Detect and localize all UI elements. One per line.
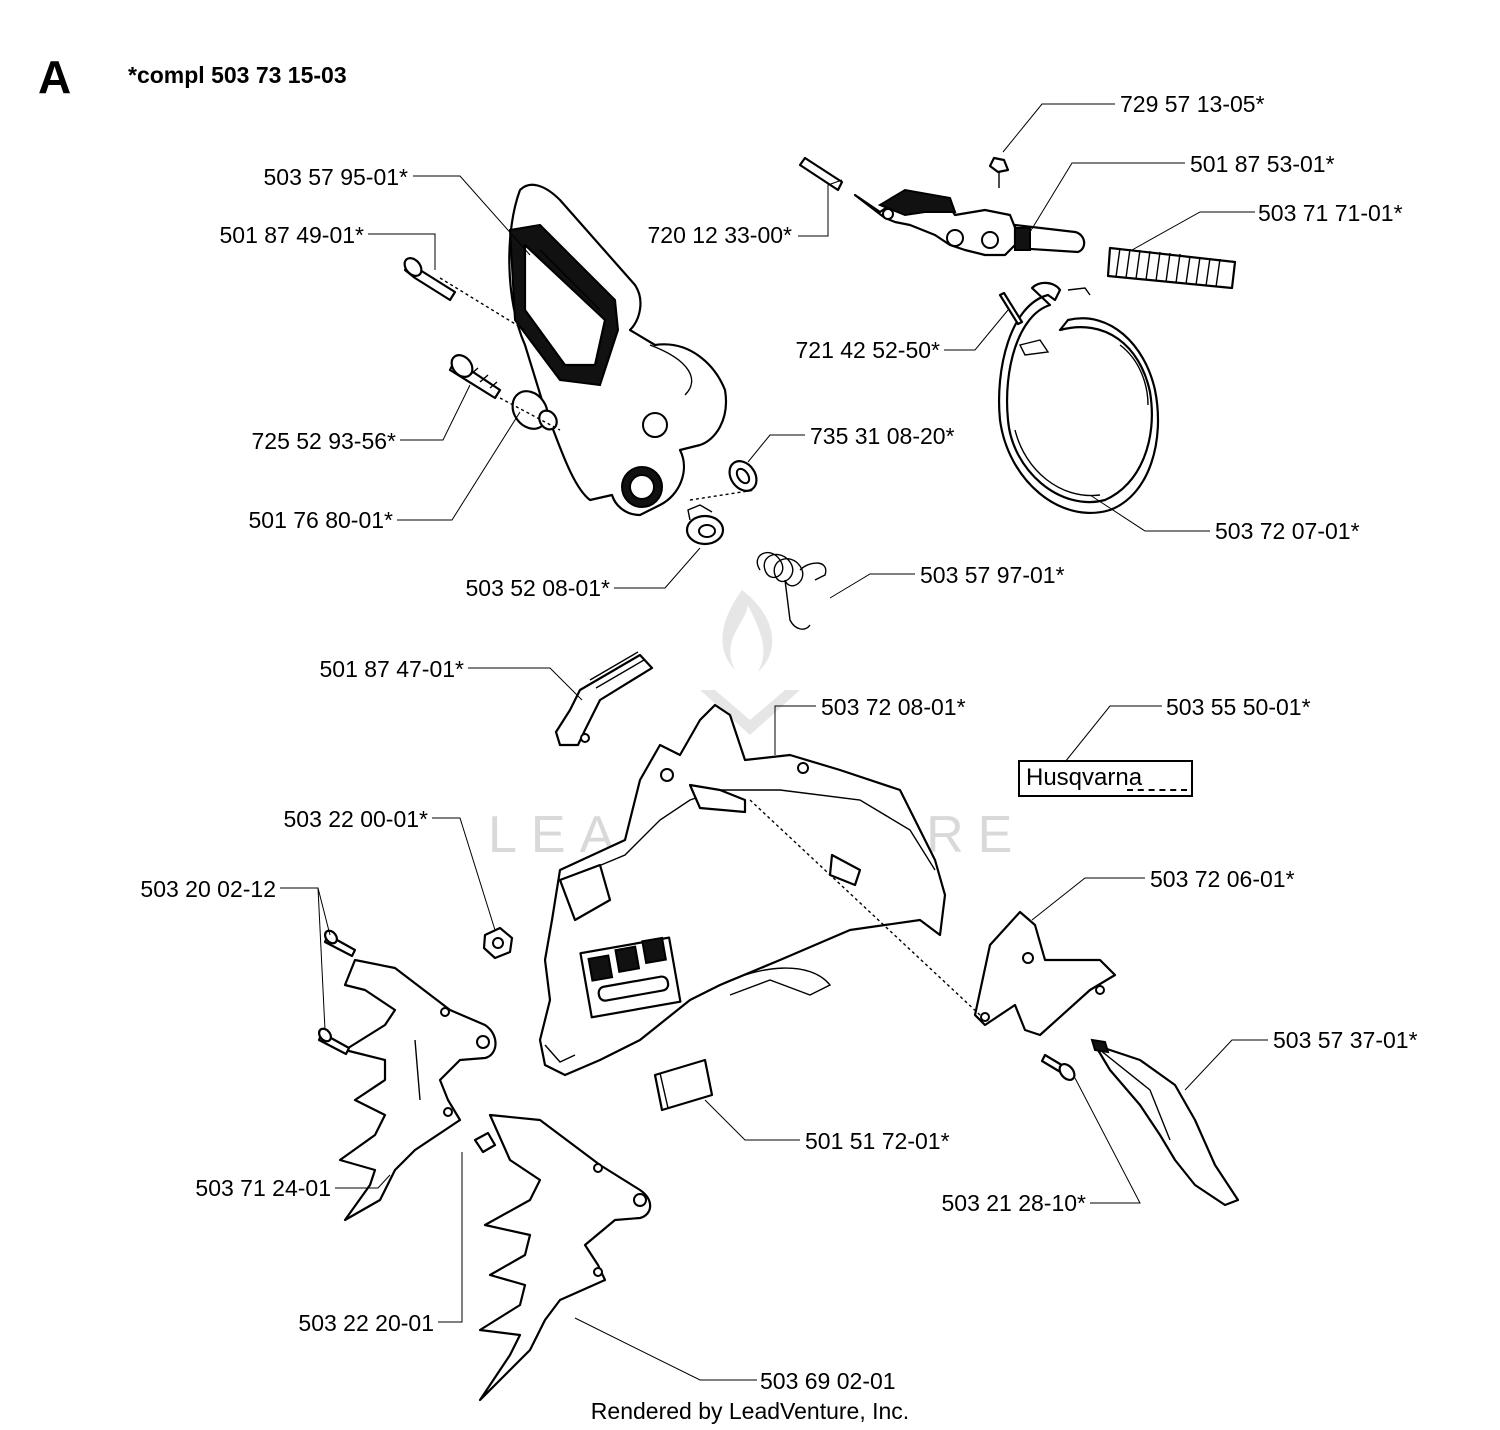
part-label: 503 20 02-12: [140, 876, 276, 902]
part-label: 503 57 95-01*: [263, 164, 408, 190]
footer-credit: Rendered by LeadVenture, Inc.: [590, 1398, 910, 1424]
compression-spring-drawing: [1106, 246, 1237, 290]
part-label: 503 55 50-01*: [1166, 694, 1311, 720]
nut-drawing: [482, 926, 514, 960]
section-letter: A: [38, 51, 72, 103]
brake-lever-drawing: [798, 156, 1086, 257]
part-label: 501 87 49-01*: [219, 222, 364, 248]
part-label: 501 51 72-01*: [805, 1128, 950, 1154]
part-label: 503 57 97-01*: [920, 562, 1065, 588]
clutch-cover-drawing: [538, 703, 947, 1077]
part-label: 501 76 80-01*: [248, 507, 393, 533]
watermark-flame-icon: [722, 590, 773, 672]
torsion-spring-drawing: [756, 551, 827, 630]
chain-catcher-drawing: [1090, 1038, 1240, 1207]
part-label: 720 12 33-00*: [647, 222, 792, 248]
bumper-spike-outer-drawing: [473, 1113, 652, 1402]
part-label: 725 52 93-56*: [251, 428, 396, 454]
part-label: 503 21 28-10*: [941, 1190, 1086, 1216]
part-label: 503 22 00-01*: [283, 806, 428, 832]
part-label: 503 52 08-01*: [465, 575, 610, 601]
bracket-drawing: [973, 910, 1117, 1037]
pin-drawing: [998, 291, 1024, 326]
part-label: 503 71 71-01*: [1258, 200, 1403, 226]
buffer-block-drawing: [653, 1058, 714, 1112]
part-label: 503 71 24-01: [195, 1175, 331, 1201]
part-label: 503 72 07-01*: [1215, 518, 1360, 544]
part-number-labels: 729 57 13-05* 501 87 53-01* 503 57 95-01…: [140, 91, 1417, 1394]
bracket-screw-drawing: [1040, 1053, 1076, 1081]
part-label: 503 72 06-01*: [1150, 866, 1295, 892]
part-label: 503 69 02-01: [760, 1368, 896, 1394]
bumper-spike-inner-drawing: [338, 958, 497, 1222]
clip-drawing: [554, 651, 654, 747]
decal-brand-text: Husqvarna: [1026, 764, 1143, 791]
part-label: 501 87 53-01*: [1190, 151, 1335, 177]
part-label: 503 72 08-01*: [821, 694, 966, 720]
part-label: 735 31 08-20*: [810, 423, 955, 449]
part-label: 729 57 13-05*: [1120, 91, 1265, 117]
assembly-reference: *compl 503 73 15-03: [128, 62, 347, 88]
part-label: 501 87 47-01*: [319, 656, 464, 682]
part-label: 503 22 20-01: [298, 1310, 434, 1336]
brake-band-drawing: [998, 281, 1160, 514]
part-label: 503 57 37-01*: [1273, 1027, 1418, 1053]
guard-fasteners-drawing: [403, 257, 758, 546]
watermark-chevron-icon: [700, 690, 800, 735]
part-label: 721 42 52-50*: [795, 337, 940, 363]
husqvarna-decal: Husqvarna: [1018, 760, 1193, 797]
spike-bolts-drawing: [317, 929, 357, 1056]
leader-lines: [280, 103, 1268, 1381]
